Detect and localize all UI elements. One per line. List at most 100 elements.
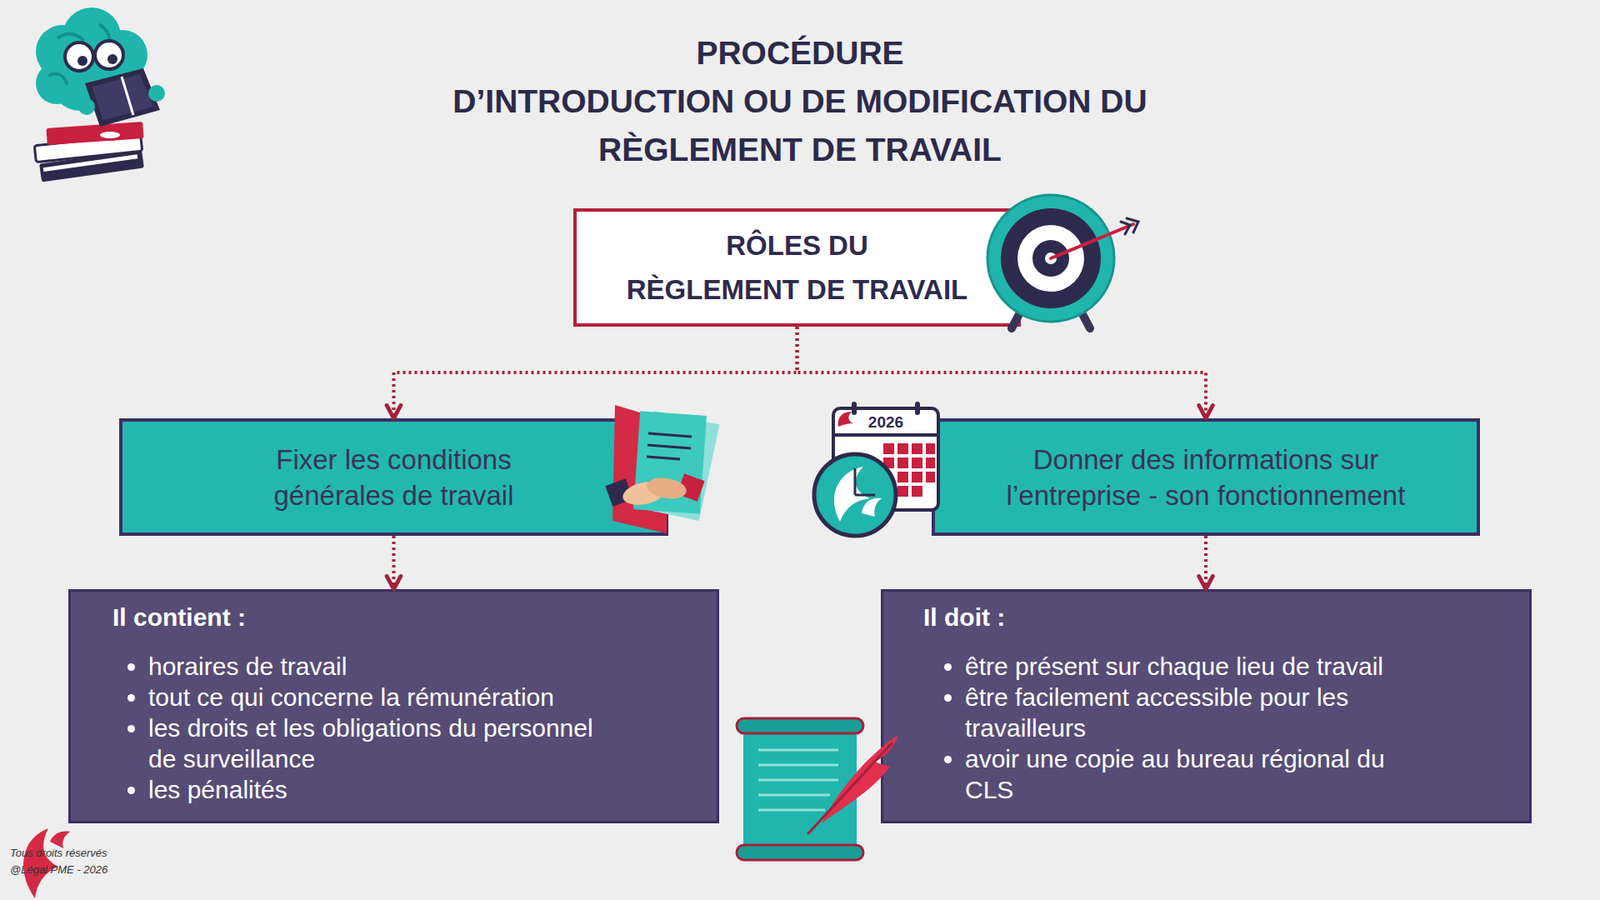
- text-line: travailleurs: [965, 714, 1086, 742]
- dotted-arrow: [797, 326, 1207, 419]
- brain-mascot-part: [77, 55, 88, 66]
- scroll-icon-part: [743, 726, 857, 850]
- brain-mascot-part: [86, 58, 140, 112]
- calendar-icon-part-part: [897, 443, 909, 455]
- box-text: Donner des informations sur l’entreprise…: [1006, 441, 1406, 514]
- contract-icon-part: [676, 473, 705, 501]
- calendar-icon-part: [814, 454, 896, 536]
- calendar-icon-part: [851, 401, 857, 415]
- scroll-icon-part: [736, 845, 864, 860]
- calendar-icon-part: [915, 401, 920, 415]
- calendar-year: 2026: [866, 413, 905, 432]
- logo-mark-part: [50, 831, 70, 850]
- text-line: Donner des informations sur: [1033, 444, 1380, 475]
- dotted-arrow: [1204, 535, 1208, 590]
- calendar-icon-part: [838, 411, 854, 427]
- text-line: RÈGLEMENT DE TRAVAIL: [598, 131, 1002, 168]
- brain-mascot-part: [90, 125, 127, 141]
- calendar-icon-part-part: [911, 457, 923, 469]
- scroll-icon-part: [758, 750, 839, 810]
- text-line: être facilement accessible pour les: [965, 683, 1349, 711]
- brain-mascot-part: [45, 121, 144, 145]
- scroll-icon-part: [736, 718, 864, 734]
- target-icon-part: [1017, 225, 1085, 292]
- calendar-icon-part: [833, 433, 939, 437]
- root-box: RÔLES DU RÈGLEMENT DE TRAVAIL: [573, 208, 1021, 327]
- calendar-icon-part-part: [911, 485, 923, 497]
- text-line: l’entreprise - son fonctionnement: [1006, 480, 1406, 511]
- category-box: Donner des informations sur l’entreprise…: [931, 418, 1480, 536]
- text-line: avoir une copie au bureau régional du: [965, 745, 1385, 773]
- calendar-icon-part-part: [897, 457, 909, 469]
- scroll-icon-part: [808, 743, 892, 834]
- box-text: RÔLES DU RÈGLEMENT DE TRAVAIL: [626, 223, 968, 312]
- calendar-icon: [814, 401, 939, 536]
- text-line: CLS: [965, 775, 1014, 804]
- brain-mascot-part: [35, 25, 90, 79]
- text-line: générales de travail: [273, 480, 514, 511]
- calendar-icon-part-part: [911, 443, 923, 455]
- target-icon-part: [1120, 218, 1139, 235]
- brain-mascot-part: [43, 154, 139, 172]
- calendar-icon-part-part: [883, 457, 895, 469]
- brain-mascot: [34, 7, 165, 183]
- bullet-item: tout ce qui concerne la rémunération: [148, 681, 700, 713]
- brain-mascot-part: [34, 134, 142, 162]
- calendar-icon-part-part: [897, 485, 909, 497]
- text-line: les droits et les obligations du personn…: [148, 714, 594, 742]
- target-icon-part: [1050, 224, 1134, 259]
- box-text-group: RÔLES DU RÈGLEMENT DE TRAVAIL: [626, 223, 968, 312]
- scroll-icon-part-part: [758, 794, 830, 797]
- brain-mascot-part: [65, 42, 94, 71]
- brain-mascot-part: [97, 30, 148, 80]
- brain-mascot-part: [50, 25, 110, 84]
- calendar-icon-part: [854, 468, 857, 495]
- scroll-icon-part-part: [758, 779, 839, 782]
- list-heading: Il contient :: [112, 601, 700, 633]
- text-line: D’INTRODUCTION OU DE MODIFICATION DU: [452, 83, 1147, 120]
- diagram-title: PROCÉDURE D’INTRODUCTION OU DE MODIFICAT…: [0, 29, 1600, 175]
- brain-mascot-part: [78, 98, 95, 115]
- scroll-icon: [736, 718, 899, 860]
- bullet-item: les pénalités: [148, 774, 700, 805]
- brain-mascot-part: [85, 68, 160, 127]
- target-icon-part: [1045, 252, 1057, 265]
- calendar-icon-part-part: [911, 471, 923, 483]
- target-icon-part: [1032, 240, 1070, 277]
- list-box: Il contient : horaires de travailtout ce …: [68, 589, 720, 824]
- brain-mascot-part: [148, 85, 165, 102]
- watermark-text: @Légal PME - 2026: [10, 863, 127, 876]
- text-line: PROCÉDURE: [695, 35, 904, 71]
- calendar-icon-part: [883, 443, 935, 497]
- calendar-icon-part: [834, 466, 870, 522]
- category-box: Fixer les conditions générales de travai…: [119, 418, 669, 536]
- brain-mascot-part: [39, 149, 145, 182]
- text-line: de surveillance: [148, 745, 315, 773]
- scroll-icon-part-part: [758, 764, 839, 767]
- calendar-icon-part-part: [883, 443, 895, 455]
- calendar-icon-part: [855, 494, 875, 497]
- brain-mascot-part: [91, 74, 154, 120]
- watermark-text: Tous droits réservés: [10, 846, 127, 860]
- bullet-item: avoir une copie au bureau régional du CL…: [965, 743, 1513, 805]
- brain-mascot-part: [62, 7, 121, 66]
- bullet-list: être présent sur chaque lieu de travailê…: [923, 650, 1513, 805]
- bullet-item: être présent sur chaque lieu de travail: [965, 650, 1513, 682]
- bullet-item: horaires de travail: [148, 650, 700, 682]
- scroll-icon-part-part: [758, 809, 825, 812]
- brain-mascot-part: [50, 52, 110, 111]
- dotted-arrow: [394, 326, 798, 419]
- brain-mascot-part: [93, 54, 95, 58]
- text-line: RÈGLEMENT DE TRAVAIL: [626, 274, 968, 305]
- brain-mascot-part: [100, 131, 120, 139]
- box-text-group: Fixer les conditions générales de travai…: [273, 441, 514, 514]
- brain-mascot-part: [107, 54, 118, 65]
- bullet-item: les droits et les obligations du personn…: [148, 712, 700, 775]
- target-icon-part: [1075, 300, 1090, 329]
- brain-mascot-part: [121, 76, 134, 115]
- bullet-list: horaires de travailtout ce qui concerne …: [112, 650, 700, 805]
- bullet-item: être facilement accessible pour les trav…: [965, 681, 1513, 744]
- calendar-icon-part: [833, 408, 939, 510]
- list-box: Il doit :être présent sur chaque lieu de…: [880, 589, 1532, 824]
- scroll-icon-part-part: [758, 749, 839, 752]
